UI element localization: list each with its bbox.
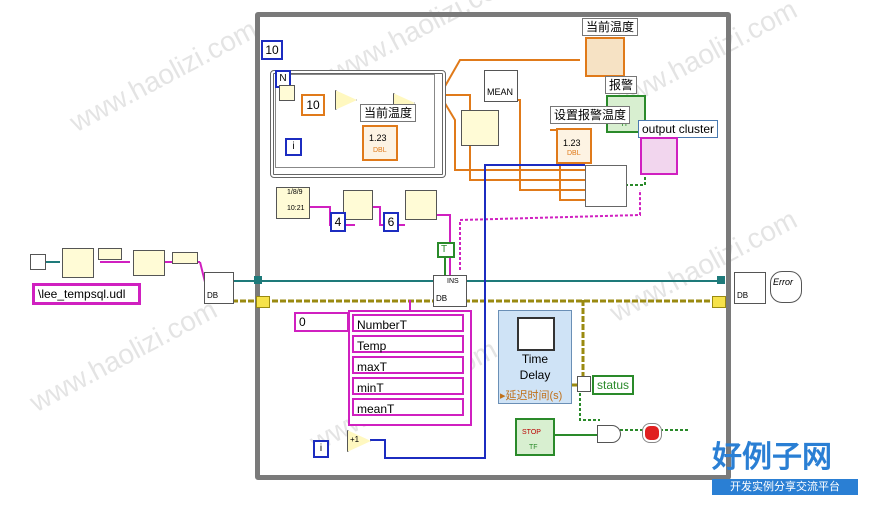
dbl-value: 1.23 [563,138,581,148]
db-close-icon: DB [734,272,766,304]
unbundle-icon [577,376,591,392]
dbl-tag: DBL [567,150,581,157]
output-cluster-label: output cluster [638,120,719,138]
error-icon: Error [770,271,802,303]
loop-iteration-terminal: i [285,138,302,156]
output-cluster-indicator[interactable] [640,137,678,175]
string-node-icon [172,252,198,264]
array-index-display[interactable]: 0 [294,312,349,332]
string-node-icon [133,250,165,276]
string-subset-icon [343,190,373,220]
loop-count-constant[interactable]: 10 [261,40,283,60]
index-constant-a[interactable]: 4 [330,212,346,232]
set-alarm-temp-control[interactable]: 1.23 DBL [556,128,592,164]
db-tag: DB [737,291,749,300]
db-insert-icon: INS DB [433,275,467,307]
led-indicator-icon [643,424,661,442]
timestamp-icon: 1/8/9 10:21 [276,187,310,219]
current-temp-label-inner: 当前温度 [360,104,417,122]
array-build-icon [461,110,499,146]
time-delay-node[interactable]: Time Delay ▸延迟时间(s) [498,310,572,404]
dice-icon [279,85,295,101]
bool-true-constant[interactable]: T [437,242,455,258]
tunnel-left [254,276,262,284]
mean-label: MEAN [487,87,514,97]
bundle-icon [585,165,627,207]
ins-tag: INS [447,278,459,285]
shift-register-right [712,296,726,308]
or-gate-icon [597,425,621,443]
tunnel-right [717,276,725,284]
multiplier-constant[interactable]: 10 [301,94,325,116]
current-temp-label-top: 当前温度 [582,18,639,36]
waveform-chart-icon[interactable] [585,37,625,77]
index-constant-b[interactable]: 6 [383,212,399,232]
string-node-icon [98,248,122,260]
time-delay-title: Time Delay [519,352,551,382]
while-loop[interactable] [255,12,731,480]
mean-icon: MEAN [484,70,518,102]
file-icon [30,254,46,270]
column-name-item[interactable]: Temp [352,335,464,353]
db-tag: DB [207,291,219,300]
delay-time-input: ▸延迟时间(s) [500,390,563,402]
status-indicator[interactable]: status [592,375,635,395]
db-tag: DB [436,294,448,303]
stop-text: STOP [522,429,541,436]
brand-subtitle: 开发实例分享交流平台 [712,479,858,495]
dbl-value: 1.23 [369,133,387,143]
path-constant[interactable]: \lee_tempsql.udl [32,283,141,305]
stop-button-icon[interactable]: STOP TF [515,418,555,456]
column-name-item[interactable]: NumberT [352,314,464,332]
set-alarm-temp-label: 设置报警温度 [550,106,631,124]
column-name-item[interactable]: maxT [352,356,464,374]
alarm-label: 报警 [605,76,638,94]
hourglass-icon [517,317,555,351]
timestamp-b: 10:21 [287,205,305,212]
plus-one: +1 [350,435,360,444]
iteration-terminal: i [313,440,329,458]
tf-tag: TF [529,444,538,451]
string-subset-icon [405,190,437,220]
column-name-item[interactable]: meanT [352,398,464,416]
current-temp-indicator[interactable]: 1.23 DBL [362,125,398,161]
dbl-tag: DBL [373,147,387,154]
timestamp-a: 1/8/9 [287,189,303,196]
column-name-item[interactable]: minT [352,377,464,395]
string-node-icon [62,248,94,278]
shift-register-left [256,296,270,308]
brand-title: 好例子网 [712,440,832,475]
error-text: Error [773,277,793,287]
db-open-icon: DB [204,272,234,304]
